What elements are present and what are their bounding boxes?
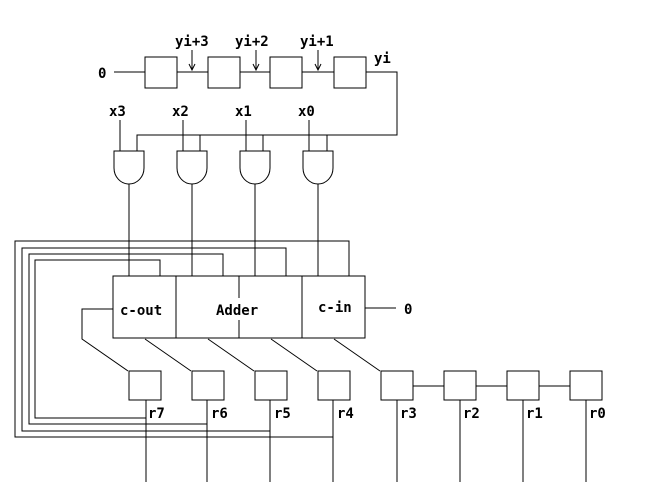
y-shift-register: 0 yi+3 yi+2 yi+1 yi (98, 34, 398, 151)
y-tap-label-yi2: yi+2 (235, 34, 269, 50)
r6-cell (191, 370, 225, 401)
r5-feedback-wire (21, 247, 287, 432)
feedback-loops (14, 240, 350, 438)
r2-label: r2 (463, 406, 480, 422)
x2-label: x2 (172, 104, 189, 120)
r3-cell (380, 370, 414, 401)
r1-cell (506, 370, 540, 401)
r5-cell (254, 370, 288, 401)
carry-in-value: 0 (404, 302, 412, 318)
r4-cell (317, 370, 351, 401)
and-gate-1 (239, 150, 271, 185)
carry-out-wire (81, 308, 129, 372)
r0-label: r0 (589, 406, 606, 422)
x3-label: x3 (109, 104, 126, 120)
r7-label: r7 (148, 406, 165, 422)
sum-wire-5 (207, 338, 255, 372)
and-gate-row: x3 x2 x1 x0 (109, 104, 334, 276)
adder-name: Adder (216, 303, 258, 319)
y-output-label: yi (374, 51, 391, 67)
y-register-cell-2 (207, 56, 241, 89)
y-register-cell-4 (333, 56, 367, 89)
y-register-cell-3 (269, 56, 303, 89)
y-register-cell-1 (144, 56, 178, 89)
r6-label: r6 (211, 406, 228, 422)
r2-cell (443, 370, 477, 401)
yi-feedback-wire (136, 71, 398, 151)
and-gate-0 (302, 150, 334, 185)
sum-wire-4 (270, 338, 318, 372)
sum-wire-6 (144, 338, 192, 372)
sum-wire-3 (333, 338, 381, 372)
r7-cell (128, 370, 162, 401)
result-register: r7 r6 r5 r4 r3 r2 r1 r0 (128, 370, 606, 482)
x0-label: x0 (298, 104, 315, 120)
carry-in-label: c-in (318, 300, 352, 316)
down-arrow-icon (188, 50, 196, 72)
down-arrow-icon (252, 50, 260, 72)
y-tap-label-yi1: yi+1 (300, 34, 334, 50)
r4-label: r4 (337, 406, 354, 422)
r0-cell (569, 370, 603, 401)
x1-label: x1 (235, 104, 252, 120)
y-register-input-value: 0 (98, 66, 106, 82)
and-gate-2 (176, 150, 208, 185)
adder-name-backdrop (210, 298, 270, 320)
carry-out-label: c-out (120, 303, 162, 319)
and-gate-3 (113, 150, 145, 185)
r1-label: r1 (526, 406, 543, 422)
adder-block: c-out Adder c-in 0 (81, 275, 412, 372)
down-arrow-icon (314, 50, 322, 72)
r4-feedback-wire (14, 240, 350, 438)
r5-label: r5 (274, 406, 291, 422)
y-tap-label-yi3: yi+3 (175, 34, 209, 50)
r3-label: r3 (400, 406, 417, 422)
